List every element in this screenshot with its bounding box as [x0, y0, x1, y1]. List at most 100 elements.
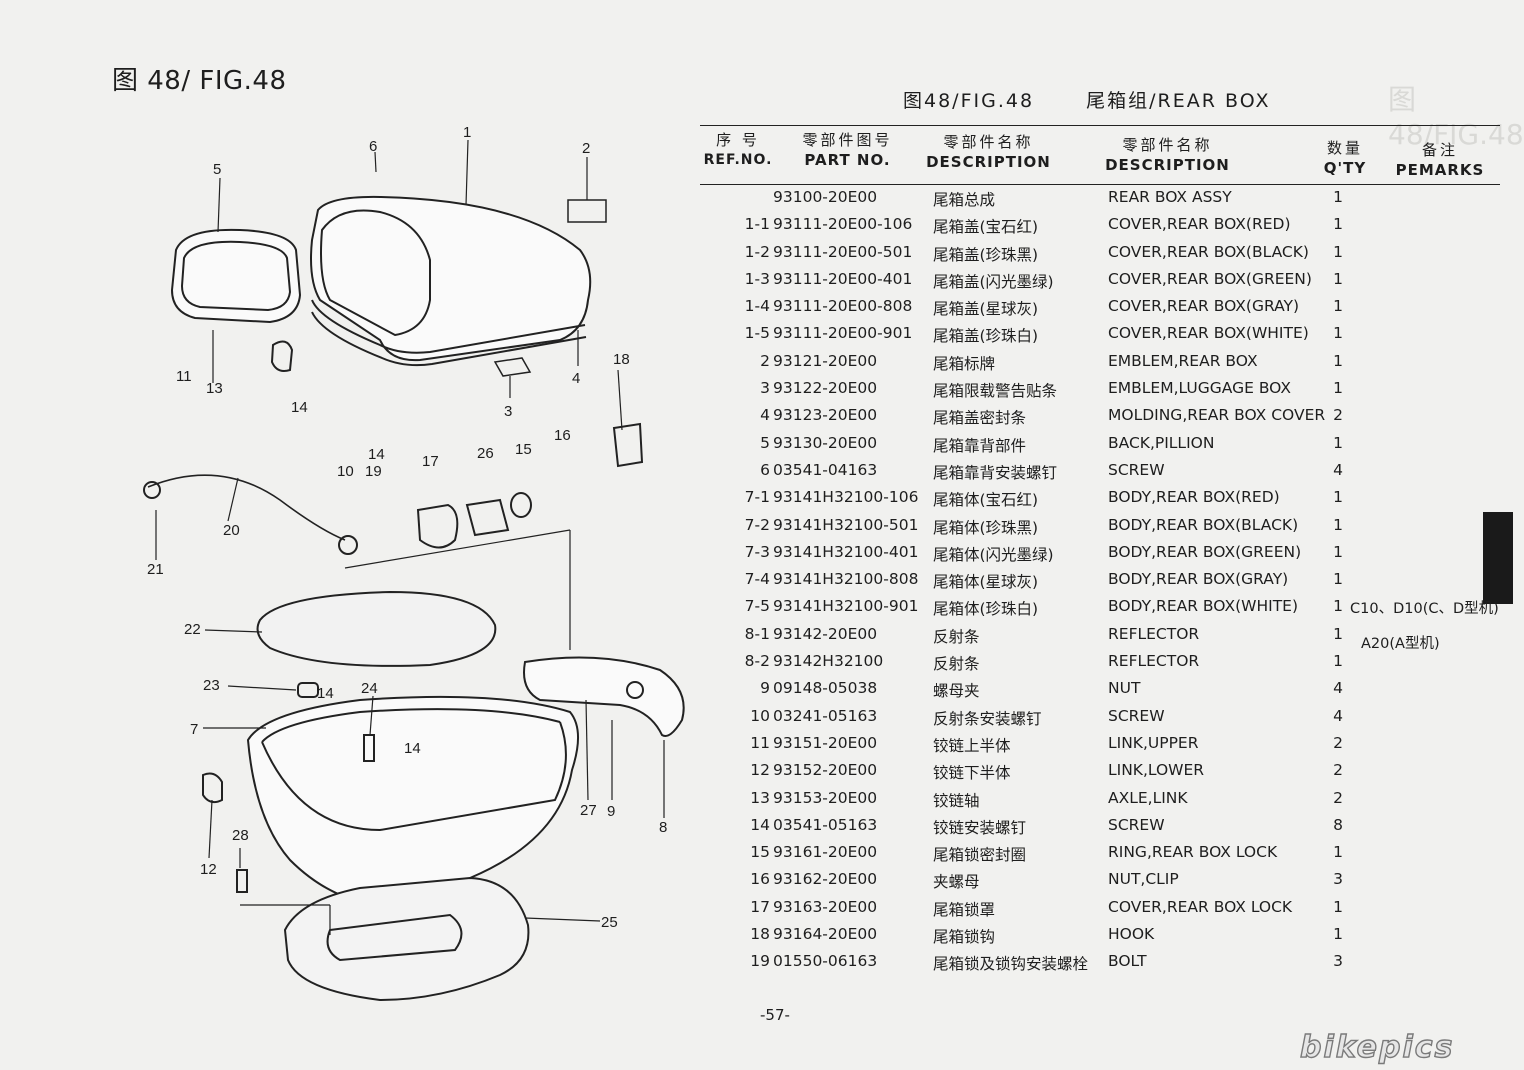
cell-ref: 6: [760, 460, 770, 479]
cell-en: LINK,UPPER: [1108, 733, 1199, 752]
cell-qty: 1: [1333, 624, 1343, 643]
cell-ref: 11: [750, 733, 770, 752]
callout-14a: 14: [291, 399, 308, 416]
cell-en: COVER,REAR BOX(RED): [1108, 215, 1291, 234]
box-liner: [256, 590, 497, 667]
cell-ref: 7-1: [744, 488, 770, 507]
callout-25: 25: [601, 914, 618, 931]
cell-part: 93151-20E00: [773, 733, 878, 752]
remark-a20: A20(A型机): [1361, 636, 1440, 652]
cell-part: 93122-20E00: [773, 379, 878, 398]
callout-2: 2: [582, 140, 590, 157]
cell-ref: 19: [750, 952, 770, 971]
header-ref: 序 号 REF.NO.: [703, 131, 773, 168]
section-tab-marker: [1483, 512, 1513, 604]
callout-22: 22: [184, 621, 201, 638]
cell-qty: 4: [1333, 706, 1343, 725]
cell-part: 93142H32100: [773, 652, 884, 671]
callout-10: 10: [337, 463, 354, 480]
cell-zh: 尾箱靠背安装螺钉: [933, 463, 1058, 482]
cell-zh: 尾箱靠背部件: [933, 436, 1027, 455]
cell-en: NUT,CLIP: [1108, 870, 1179, 889]
cell-en: EMBLEM,REAR BOX: [1108, 351, 1258, 370]
cell-qty: 1: [1333, 379, 1343, 398]
callout-6: 6: [369, 138, 377, 155]
cell-part: 93111-20E00-901: [773, 324, 913, 343]
cell-part: 03541-05163: [773, 815, 878, 834]
cell-en: BODY,REAR BOX(GRAY): [1108, 570, 1289, 589]
cell-qty: 1: [1333, 488, 1343, 507]
cell-zh: 尾箱盖密封条: [933, 409, 1027, 428]
cell-zh: 尾箱体(珍珠黑): [933, 518, 1039, 537]
callout-4: 4: [572, 370, 580, 387]
cell-zh: 尾箱总成: [933, 191, 996, 209]
cell-qty: 1: [1333, 597, 1343, 616]
exploded-parts-diagram: 1 2 3 4 5 6 7 8 9 10 11 12 13 14 14 14 1…: [143, 124, 685, 1002]
callout-16: 16: [554, 427, 571, 444]
cell-qty: 1: [1333, 925, 1343, 944]
cell-zh: 铰链轴: [933, 791, 980, 810]
cell-part: 93141H32100-901: [773, 597, 919, 616]
cell-qty: 1: [1333, 843, 1343, 862]
cell-ref: 7-5: [744, 597, 770, 616]
cell-en: REAR BOX ASSY: [1108, 188, 1232, 206]
cell-part: 03541-04163: [773, 460, 878, 479]
cell-ref: 12: [750, 761, 770, 780]
callout-14b: 14: [368, 446, 385, 463]
cell-zh: 尾箱标牌: [933, 354, 996, 373]
figure-title: 图 48/ FIG.48: [112, 66, 287, 96]
callout-1: 1: [463, 124, 471, 141]
cell-qty: 1: [1333, 351, 1343, 370]
cell-zh: 尾箱盖(珍珠黑): [933, 245, 1039, 264]
cell-part: 09148-05038: [773, 679, 878, 698]
cell-part: 93152-20E00: [773, 761, 878, 780]
callout-14d: 14: [404, 740, 421, 757]
callout-15: 15: [515, 441, 532, 458]
callout-24: 24: [361, 680, 378, 697]
cell-part: 93123-20E00: [773, 406, 878, 425]
cell-qty: 2: [1333, 733, 1343, 752]
cell-en: COVER,REAR BOX(WHITE): [1108, 324, 1309, 343]
reflector: [523, 656, 685, 737]
header-qty: 数量 Q'TY: [1323, 139, 1367, 177]
page-number: -57-: [760, 1006, 790, 1024]
table-title-fig: 图48/FIG.48: [903, 90, 1035, 112]
cell-zh: 尾箱盖(星球灰): [933, 300, 1039, 319]
callout-11: 11: [176, 368, 192, 385]
cell-zh: 铰链安装螺钉: [933, 818, 1027, 837]
cell-zh: 尾箱盖(闪光墨绿): [933, 272, 1054, 291]
cell-ref: 5: [760, 433, 770, 452]
cell-en: SCREW: [1108, 815, 1165, 834]
cell-en: REFLECTOR: [1108, 624, 1200, 643]
cell-en: LINK,LOWER: [1108, 761, 1205, 780]
cell-qty: 2: [1333, 406, 1343, 425]
callout-27: 27: [580, 802, 597, 819]
cell-en: COVER,REAR BOX(GRAY): [1108, 297, 1300, 316]
table-top-rule: [700, 125, 1500, 126]
cell-zh: 反射条: [933, 655, 980, 674]
cell-ref: 10: [750, 706, 770, 725]
cell-qty: 1: [1333, 570, 1343, 589]
bleed-through-title: 图 48/FIG.48: [1388, 83, 1524, 151]
cell-ref: 3: [760, 379, 770, 398]
cell-ref: 16: [750, 870, 770, 889]
cell-ref: 8-1: [744, 624, 770, 643]
cell-en: RING,REAR BOX LOCK: [1108, 843, 1278, 862]
cell-en: SCREW: [1108, 460, 1165, 479]
callout-19: 19: [365, 463, 382, 480]
cell-qty: 3: [1333, 870, 1343, 889]
cell-en: AXLE,LINK: [1108, 788, 1188, 807]
